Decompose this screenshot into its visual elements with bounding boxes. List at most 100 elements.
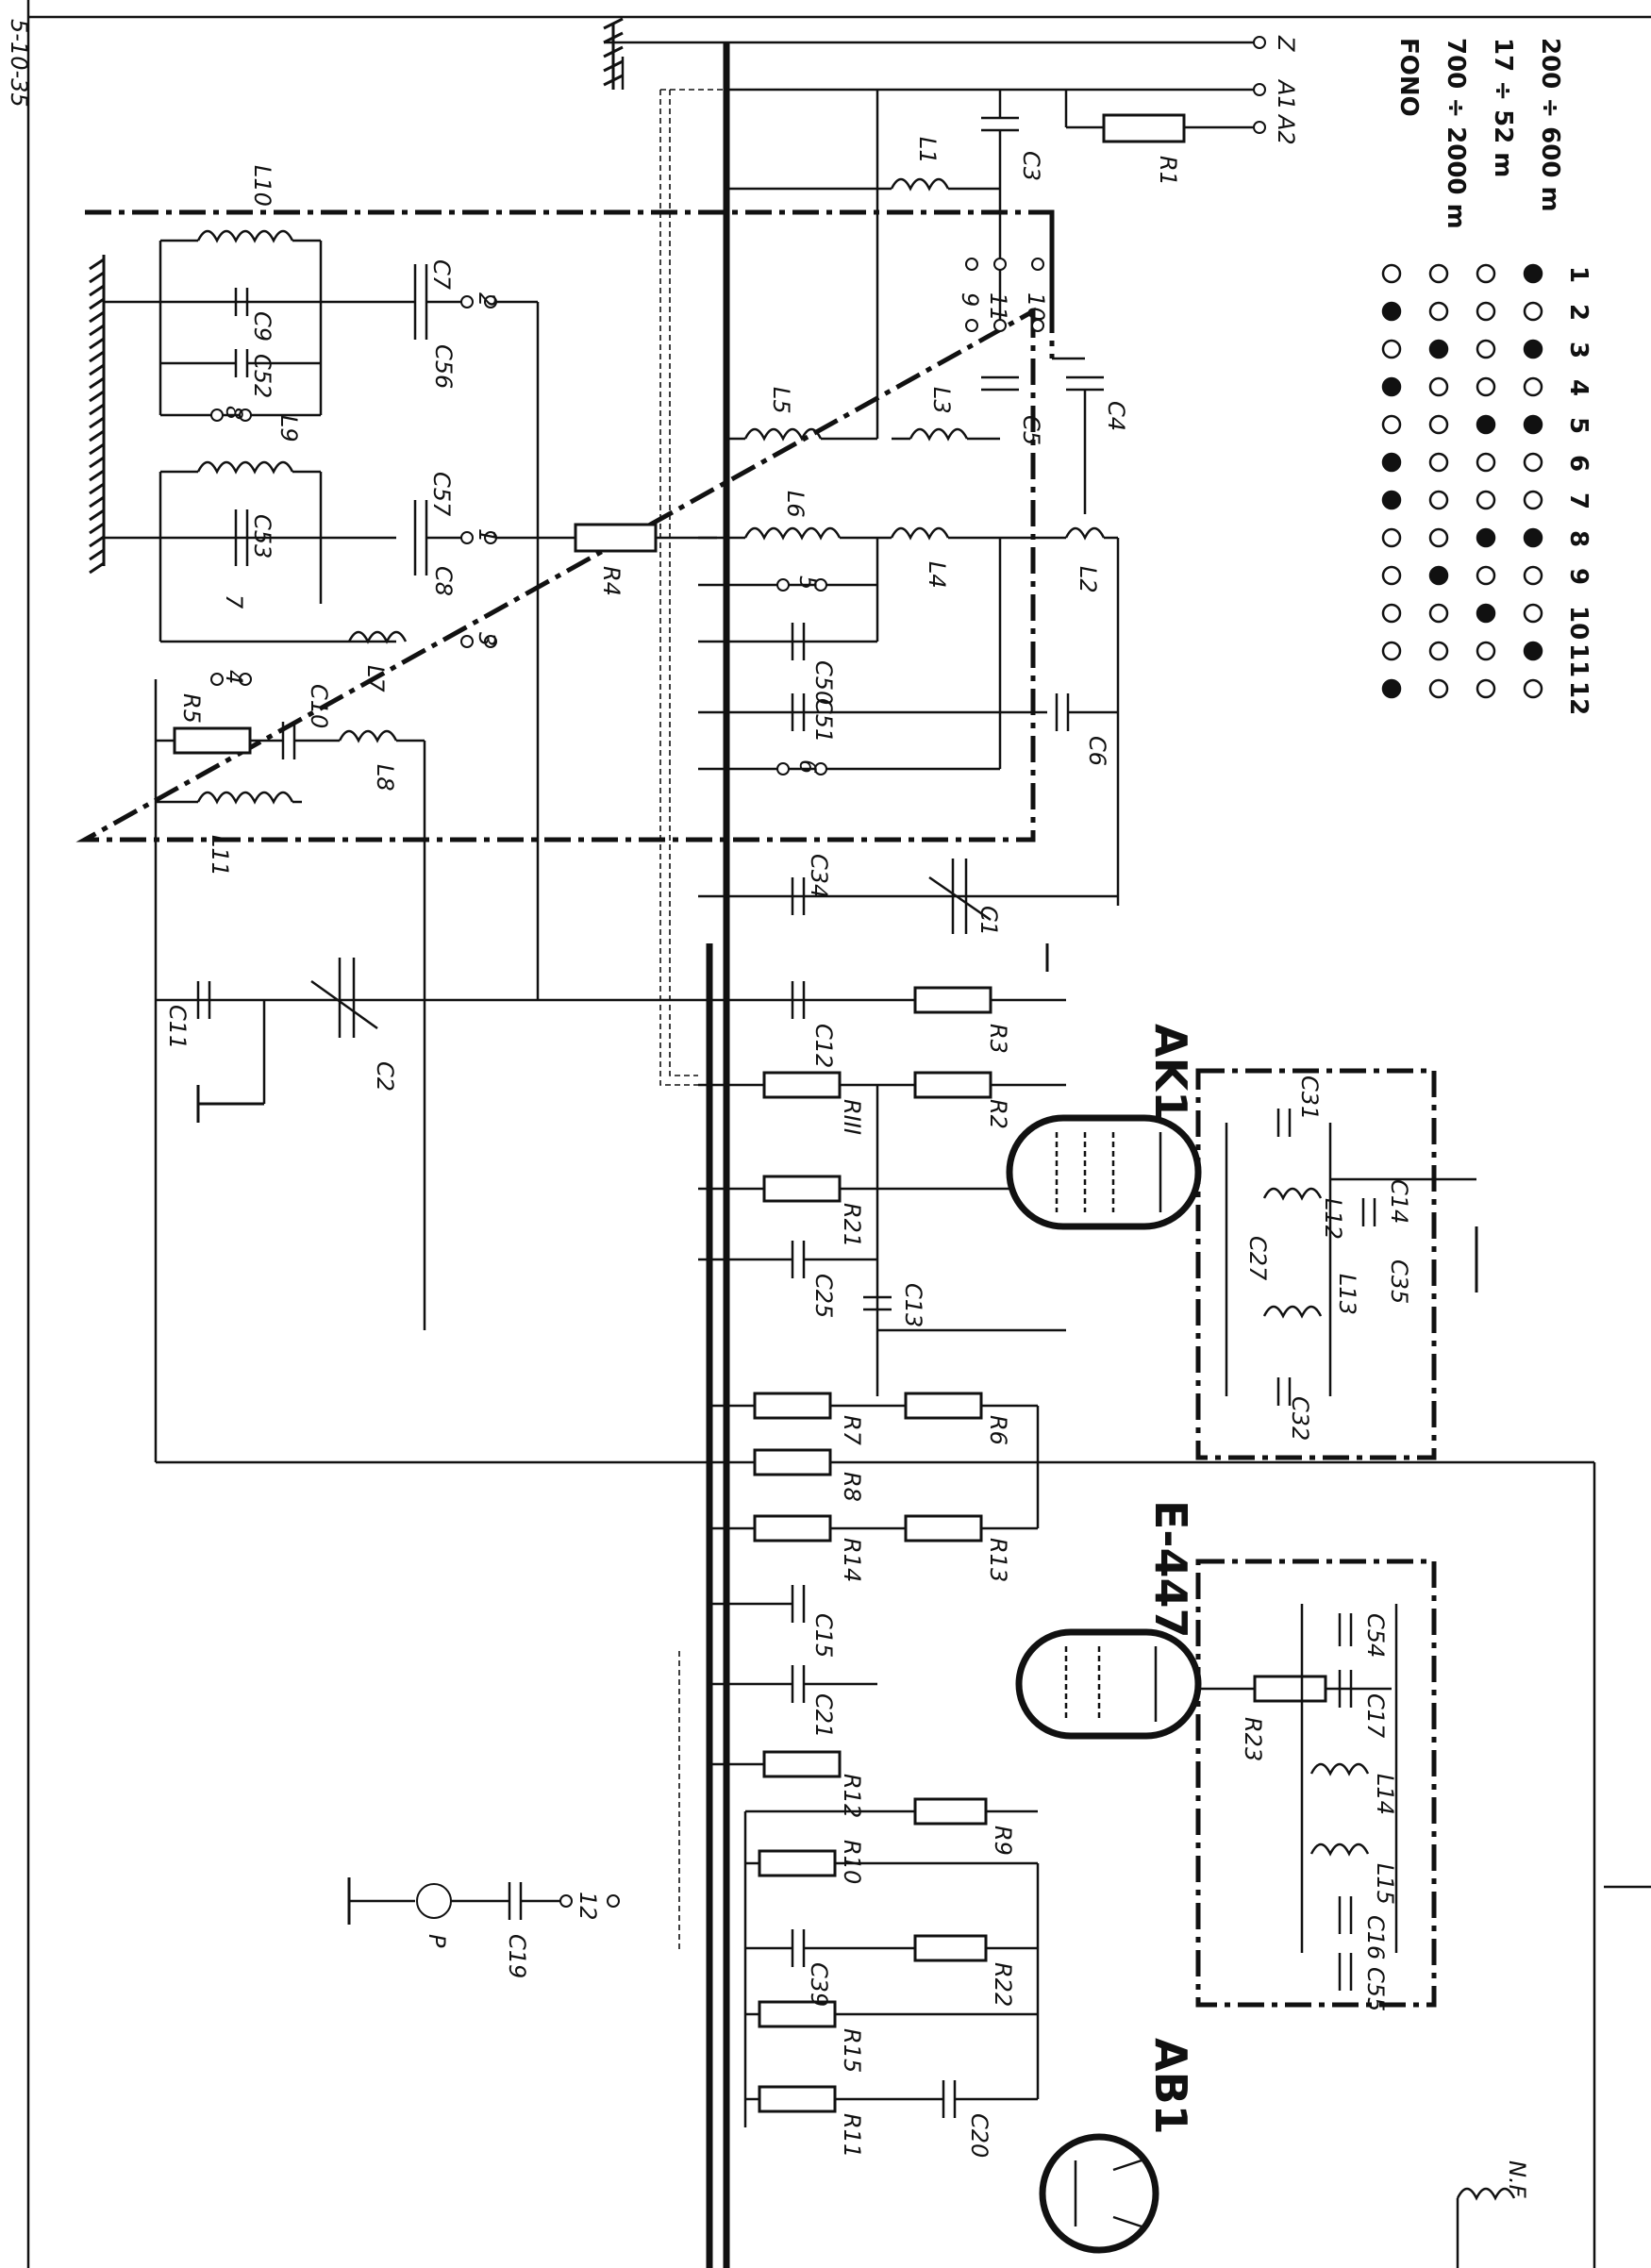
switch-contact-open	[1523, 490, 1543, 510]
terminal-a2: A2	[1273, 113, 1299, 145]
label-l9: L9	[275, 415, 302, 442]
terminal-a1: A1	[1273, 78, 1299, 110]
label-l4: L4	[924, 561, 950, 589]
switch-contact-open	[1428, 414, 1449, 435]
hatch-mark	[89, 297, 105, 310]
hatch-mark	[89, 403, 105, 416]
label-l2: L2	[1075, 566, 1101, 593]
tube-label-ak1: AK1	[1145, 1024, 1196, 1121]
hatch-mark	[89, 310, 105, 324]
antenna-coils: C3 L1 C5 L3 L5 C4	[726, 90, 1129, 514]
label-l1: L1	[914, 137, 941, 164]
label-r7: R7	[839, 1415, 865, 1446]
switch-contact-open	[1476, 376, 1496, 397]
label-c6: C6	[1084, 736, 1110, 766]
label-r9: R9	[990, 1826, 1016, 1856]
label-l13: L13	[1334, 1274, 1360, 1315]
switch-column-number: 1	[1564, 266, 1593, 283]
label-c57: C57	[428, 472, 455, 517]
label-c12: C12	[810, 1024, 837, 1068]
contact-11: 11	[985, 292, 1011, 322]
switch-contact-closed	[1381, 678, 1402, 699]
hatch-mark	[89, 535, 105, 548]
label-c13: C13	[900, 1283, 926, 1327]
switch-column-number: 10	[1564, 606, 1593, 640]
contact-2: 2	[474, 292, 500, 307]
coil-network-c: R5 C10 L8 L11	[154, 673, 426, 1462]
switch-row-label: 700 ÷ 2000 m	[1442, 38, 1470, 229]
mixer-network: C12 R3 RIII R2 R21 C25 C13	[538, 981, 1066, 1396]
label-c5: C5	[1018, 415, 1044, 445]
switch-column-number: 3	[1564, 342, 1593, 359]
switch-column-number: 8	[1564, 530, 1593, 547]
label-c4: C4	[1103, 401, 1129, 431]
label-r6: R6	[985, 1415, 1011, 1445]
hatch-mark	[89, 258, 105, 271]
hatch-mark	[89, 509, 105, 522]
label-nf: N.F	[1504, 2160, 1530, 2199]
switch-contact-open	[1476, 678, 1496, 699]
contact-labels: 1 2 3 4 5 6 7 8 9 10 11 12	[221, 292, 1049, 1921]
switch-contact-closed	[1381, 452, 1402, 473]
oscillator-coils: L6 L4 L2 C50 C51 C6	[698, 491, 1120, 906]
label-c8: C8	[430, 566, 457, 596]
switch-contact-open	[1523, 678, 1543, 699]
contact-10: 10	[1023, 292, 1049, 322]
switch-contact-open	[1428, 678, 1449, 699]
tuning-caps: C11 C2	[156, 958, 538, 1123]
switch-contact-open	[1381, 414, 1402, 435]
ground-top	[603, 17, 624, 90]
hatch-mark	[89, 271, 105, 284]
label-r10: R10	[839, 1840, 865, 1884]
switch-row-label: 200 ÷ 600 m	[1536, 38, 1564, 212]
switch-contact-closed	[1523, 263, 1543, 284]
label-l3: L3	[928, 387, 955, 414]
switch-contact-closed	[1381, 376, 1402, 397]
switch-contact-closed	[1476, 527, 1496, 548]
switch-column-number: 4	[1564, 379, 1593, 396]
switch-contact-open	[1476, 565, 1496, 586]
label-r3: R3	[985, 1024, 1011, 1054]
switch-contact-open	[1428, 641, 1449, 661]
label-c35: C35	[1386, 1259, 1412, 1304]
switch-contact-open	[1428, 376, 1449, 397]
hatch-mark	[89, 337, 105, 350]
switch-column-number: 2	[1564, 304, 1593, 321]
hatch-mark	[89, 284, 105, 297]
hatch-mark	[89, 482, 105, 495]
switch-contact-open	[1428, 452, 1449, 473]
nf-output: N.F	[1456, 1462, 1651, 2268]
label-c56: C56	[430, 344, 457, 389]
switch-column-number: 5	[1564, 417, 1593, 434]
hatch-mark	[89, 350, 105, 363]
hatch-mark	[89, 390, 105, 403]
switch-column-number: 6	[1564, 455, 1593, 472]
switch-contact-closed	[1428, 565, 1449, 586]
switch-contact-closed	[1476, 603, 1496, 624]
label-c20: C20	[966, 2113, 992, 2158]
label-c7: C7	[428, 259, 455, 291]
tube-ab1: AB1	[1039, 2038, 1196, 2254]
switch-contact-closed	[1523, 527, 1543, 548]
tube-e447: E-447 C15 C21 R12 R23	[709, 1500, 1392, 1818]
label-p: P	[424, 1934, 450, 1948]
label-c15: C15	[810, 1613, 837, 1658]
label-c25: C25	[810, 1274, 837, 1318]
switch-contact-open	[1428, 301, 1449, 322]
switch-contact-open	[1476, 263, 1496, 284]
label-l6: L6	[782, 491, 809, 518]
label-r22: R22	[990, 1962, 1016, 2007]
if-box-1: C31 C14 L12 C27 L13 C35 C32	[1195, 1068, 1478, 1460]
rf-coil-box	[75, 209, 1055, 842]
hatch-mark	[89, 442, 105, 456]
switch-contact-open	[1381, 263, 1402, 284]
label-c9: C9	[249, 311, 275, 342]
label-r8: R8	[839, 1472, 865, 1502]
switch-contact-open	[1428, 603, 1449, 624]
label-c39: C39	[806, 1962, 832, 2007]
label-r21: R21	[839, 1203, 865, 1247]
label-c53: C53	[249, 514, 275, 559]
label-r1: R1	[1155, 156, 1181, 186]
